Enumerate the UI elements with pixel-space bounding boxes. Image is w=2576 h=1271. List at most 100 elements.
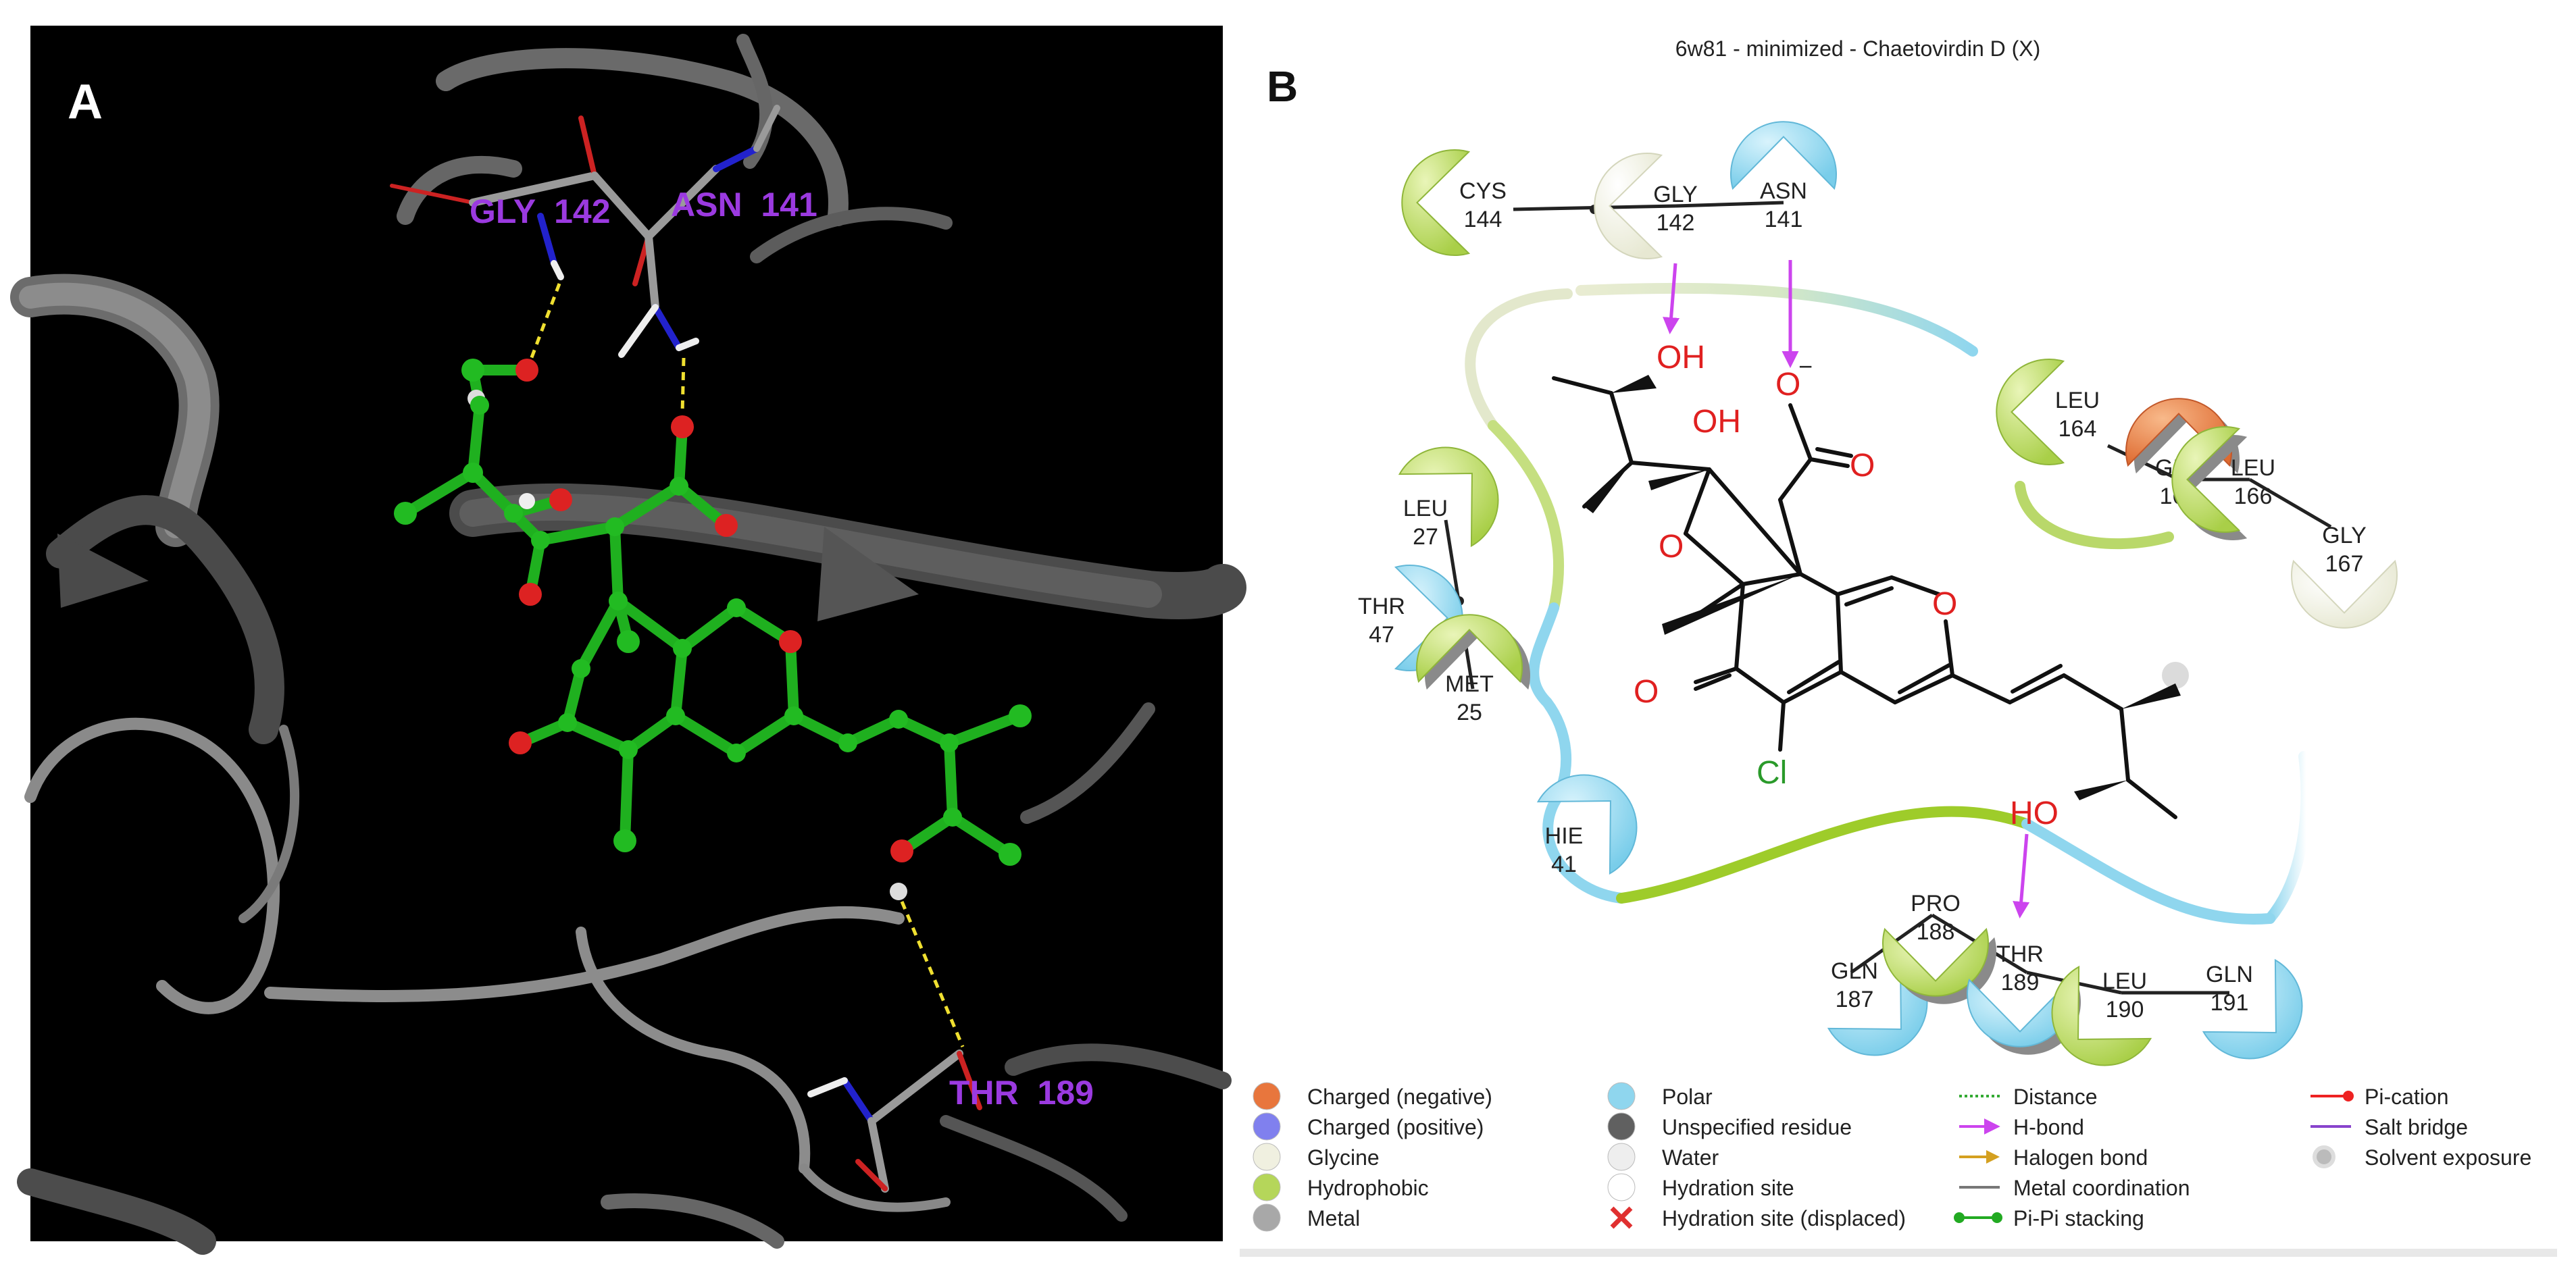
residue-number: 27 [1413, 524, 1438, 550]
atom-oh-top: OH [1657, 340, 1705, 375]
panel-a: A GLY 142 ASN 141 THR 189 [10, 26, 1246, 1255]
residue-cys-144: CYS 144 [1401, 149, 1507, 256]
residue-blob [2051, 965, 2152, 1066]
residue-name: LEU [1403, 496, 1448, 521]
legend-label: Charged (negative) [1307, 1085, 1492, 1109]
residue-label-asn-141: ASN 141 [671, 186, 817, 224]
legend-item: Solvent exposure [2313, 1145, 2531, 1170]
legend-label: H-bond [2013, 1115, 2084, 1139]
residue-blob [2171, 426, 2241, 533]
residue-name: LEU [2231, 455, 2275, 481]
residue-hie-41: HIE 41 [1536, 774, 1638, 877]
residue-name: THR [1996, 941, 2044, 967]
residue-number: 190 [2106, 997, 2144, 1022]
residue-pro-188: PRO 188 [1882, 891, 1996, 1004]
legend-symbol [1253, 1112, 1281, 1141]
legend-symbol [1253, 1082, 1281, 1110]
legend-item: Hydration site [1607, 1173, 1794, 1201]
panel-b-label: B [1267, 62, 1298, 111]
legend-item: Unspecified residue [1607, 1112, 1852, 1141]
legend-label: Halogen bond [2013, 1145, 2148, 1170]
residue-label-gly-142: GLY 142 [470, 192, 611, 230]
ligand-atoms [394, 359, 1032, 900]
residue-number: 25 [1457, 700, 1482, 725]
legend-label: Hydrophobic [1307, 1176, 1429, 1200]
residue-name: LEU [2102, 968, 2147, 994]
legend-item: Glycine [1253, 1143, 1380, 1171]
atom-oh-hemiketal: OH [1692, 404, 1741, 440]
atom-o-ring-left: O [1659, 529, 1684, 565]
residue-name: MET [1445, 671, 1494, 697]
legend-label: Glycine [1307, 1145, 1380, 1170]
residue-name: THR [1358, 594, 1405, 619]
legend-item: H-bond [1959, 1115, 2084, 1139]
legend-symbol [1253, 1203, 1281, 1232]
legend-item: Polar [1607, 1082, 1713, 1110]
residue-number: 188 [1917, 919, 1955, 945]
residue-number: 141 [1765, 207, 1803, 232]
legend-label: Salt bridge [2365, 1115, 2468, 1139]
residue-blob [1536, 774, 1638, 875]
a-hbonds [525, 283, 965, 1047]
panel-b: B 6w81 - minimized - Chaetovirdin D (X) [1240, 36, 2557, 1257]
pb-hbonds [1663, 260, 2030, 918]
legend-symbol [1607, 1112, 1636, 1141]
legend-symbol [1253, 1143, 1281, 1171]
legend-label: Solvent exposure [2365, 1145, 2531, 1170]
atom-minus-sign: − [1798, 353, 1813, 380]
residue-name: CYS [1459, 178, 1507, 204]
residue-name: GLY [2322, 523, 2367, 548]
residue-layer: CYS144GLY142ASN141LEU164GLU165LEU166GLY1… [1358, 121, 2398, 1066]
panel-a-label: A [68, 75, 103, 129]
residue-blob [1594, 153, 1663, 259]
legend-item: Halogen bond [1959, 1145, 2148, 1170]
residue-blob [1882, 927, 1989, 997]
residue-sticks [390, 105, 982, 1193]
residue-blob [2202, 958, 2303, 1060]
legend-item: Water [1607, 1143, 1719, 1171]
legend-item: Metal [1253, 1203, 1360, 1232]
legend-item: Salt bridge [2310, 1115, 2468, 1139]
legend-symbol [1610, 1206, 1633, 1229]
residue-blob [1730, 121, 1837, 190]
residue-number: 47 [1369, 622, 1394, 648]
residue-number: 166 [2234, 484, 2273, 509]
legend-item: Distance [1959, 1085, 2098, 1109]
residue-blob [1416, 614, 1523, 683]
panel-b-title: 6w81 - minimized - Chaetovirdin D (X) [1675, 36, 2041, 61]
legend-symbol [1607, 1173, 1636, 1201]
residue-number: 41 [1551, 852, 1577, 877]
residue-number: 144 [1464, 207, 1502, 232]
residue-number: 187 [1836, 987, 1874, 1012]
residue-number: 167 [2325, 551, 2364, 577]
residue-blob [2291, 559, 2398, 629]
residue-links [1444, 201, 2332, 995]
atom-o-minus: O [1775, 367, 1800, 403]
residue-number: 191 [2211, 990, 2249, 1016]
residue-name: LEU [2055, 388, 2100, 413]
residue-name: PRO [1911, 891, 1961, 916]
atom-o-ring-right: O [1932, 586, 1957, 622]
atom-o-ketone: O [1634, 674, 1659, 710]
legend-label: Hydration site [1662, 1176, 1794, 1200]
solvent-exposure-halo [2162, 662, 2189, 689]
legend-item: Hydration site (displaced) [1610, 1206, 1906, 1230]
legend-label: Pi-cation [2365, 1085, 2449, 1109]
residue-name: HIE [1545, 823, 1584, 849]
legend-item: Hydrophobic [1253, 1173, 1429, 1201]
residue-number: 189 [2001, 970, 2040, 995]
legend-symbol [1253, 1173, 1281, 1201]
legend-symbol [2310, 1091, 2354, 1101]
legend-label: Charged (positive) [1307, 1115, 1484, 1139]
legend-item: Pi-Pi stacking [1954, 1206, 2144, 1230]
legend-label: Metal coordination [2013, 1176, 2190, 1200]
legend-label: Unspecified residue [1662, 1115, 1852, 1139]
ligand-2d [1552, 376, 2177, 819]
legend-symbol [2313, 1145, 2335, 1168]
legend-label: Distance [2013, 1085, 2098, 1109]
legend-label: Metal [1307, 1206, 1360, 1230]
